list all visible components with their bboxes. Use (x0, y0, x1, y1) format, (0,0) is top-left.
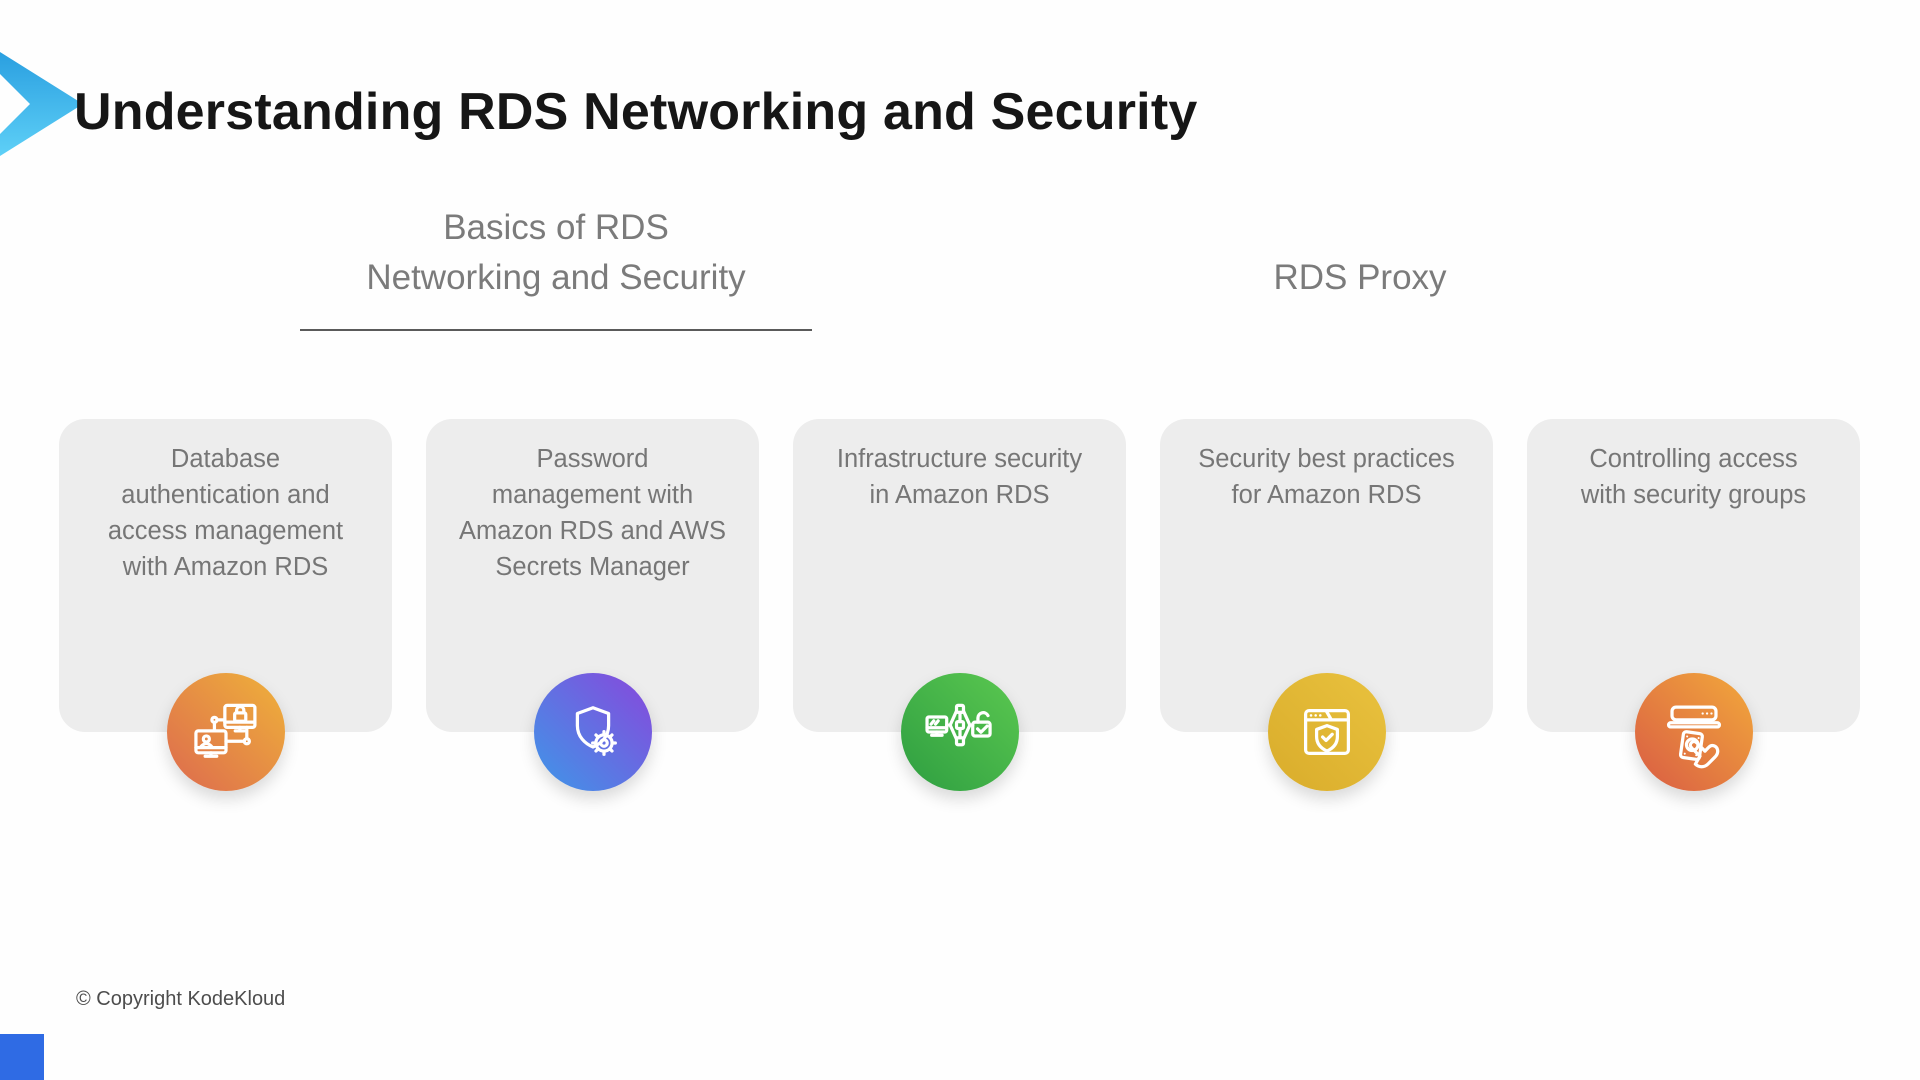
card-title-line: Amazon RDS and AWS (459, 517, 726, 545)
card-title: Controlling access with security groups (1527, 441, 1860, 513)
browser-shield-check-icon (1267, 673, 1386, 791)
topic-card: Infrastructure security in Amazon RDS (793, 419, 1126, 791)
card-title-line: with Amazon RDS (122, 553, 329, 581)
card-title: Security best practices for Amazon RDS (1160, 441, 1493, 513)
topic-cards: Database authentication and access manag… (59, 419, 1860, 791)
card-title-line: with security groups (1580, 481, 1807, 509)
tab-label-line: RDS Proxy (1273, 258, 1447, 297)
hand-access-device-icon (1634, 673, 1753, 791)
copyright-text: © Copyright KodeKloud (76, 988, 286, 1010)
topic-card: Password management with Amazon RDS and … (426, 419, 759, 791)
card-title-line: Controlling access (1589, 445, 1798, 473)
card-title-line: Infrastructure security (836, 445, 1083, 473)
topic-card: Database authentication and access manag… (59, 419, 392, 791)
network-lock-check-icon (900, 673, 1019, 791)
card-title: Password management with Amazon RDS and … (426, 441, 759, 585)
corner-accent-bar (0, 1034, 44, 1080)
card-title-line: Secrets Manager (495, 553, 690, 581)
monitors-user-lock-icon (166, 673, 285, 791)
topic-card: Security best practices for Amazon RDS (1160, 419, 1493, 791)
card-title: Database authentication and access manag… (59, 441, 392, 585)
card-title-line: management with (491, 481, 694, 509)
tab-label-line: Basics of RDS (443, 208, 669, 247)
card-title-line: authentication and (121, 481, 330, 509)
card-title-line: Database (170, 445, 281, 473)
card-title-line: for Amazon RDS (1231, 481, 1422, 509)
page-title: Understanding RDS Networking and Securit… (74, 83, 1198, 141)
tab-label-line: Networking and Security (366, 258, 746, 297)
card-title: Infrastructure security in Amazon RDS (793, 441, 1126, 513)
tab-rds-proxy: RDS Proxy (1150, 253, 1570, 303)
card-title-line: in Amazon RDS (869, 481, 1050, 509)
card-title-line: access management (107, 517, 344, 545)
card-title-line: Password (536, 445, 649, 473)
tab-basics-of-rds-networking-and-security: Basics of RDS Networking and Security (300, 203, 812, 331)
active-tab-underline (300, 329, 812, 331)
topic-card: Controlling access with security groups (1527, 419, 1860, 791)
shield-gear-icon (533, 673, 652, 791)
chevron-accent-icon (0, 52, 83, 156)
card-title-line: Security best practices (1198, 445, 1455, 473)
